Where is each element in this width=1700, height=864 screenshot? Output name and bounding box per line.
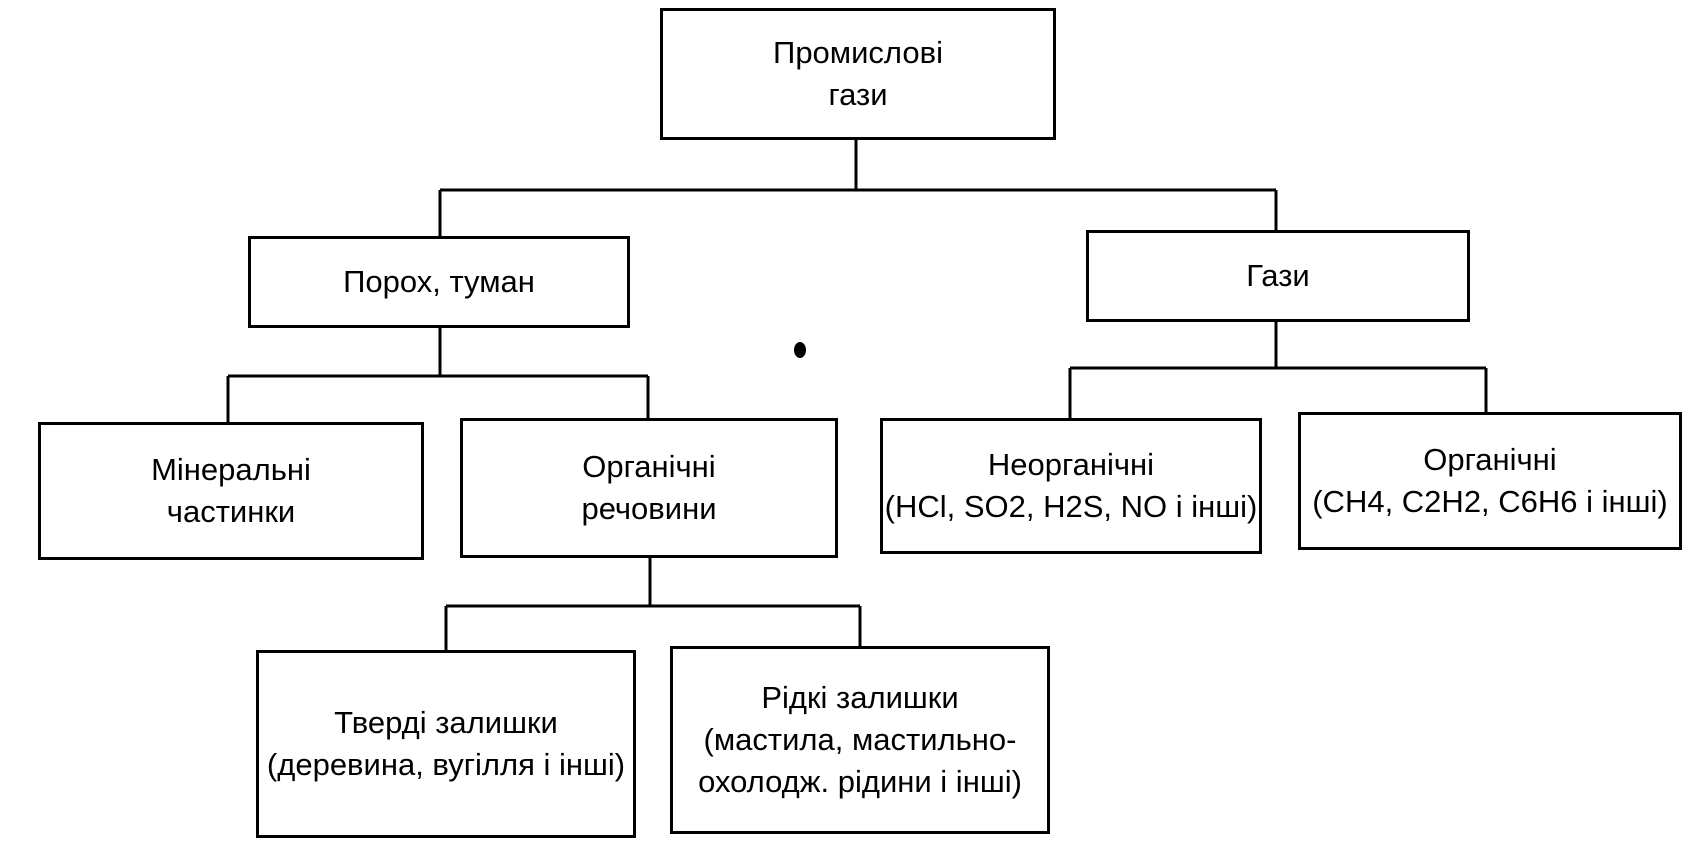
node-mineral-particles-line-2: частинки (166, 494, 296, 529)
node-solid-residues: Тверді залишки (деревина, вугілля і інші… (256, 650, 636, 838)
node-organic-substances-line-2: речовини (581, 491, 717, 526)
node-dust-fog-line-1: Порох, туман (343, 264, 535, 299)
node-inorganic-gases: Неорганічні (HCl, SO2, H2S, NO і інші) (880, 418, 1262, 554)
node-solid-residues-line-2: (деревина, вугілля і інші) (266, 747, 626, 782)
node-liquid-residues-line-2: (мастила, мастильно- (703, 722, 1017, 757)
node-organic-substances: Органічні речовини (460, 418, 838, 558)
node-inorganic-gases-line-2: (HCl, SO2, H2S, NO і інші) (884, 489, 1258, 524)
node-solid-residues-line-1: Тверді залишки (334, 705, 558, 740)
node-dust-fog: Порох, туман (248, 236, 630, 328)
node-organic-gases: Органічні (CH4, C2H2, C6H6 і інші) (1298, 412, 1682, 550)
node-inorganic-gases-line-1: Неорганічні (987, 447, 1155, 482)
node-industrial-gases-line-1: Промислові (773, 35, 943, 70)
node-organic-gases-line-2: (CH4, C2H2, C6H6 і інші) (1312, 484, 1668, 519)
node-gases-line-1: Гази (1246, 258, 1310, 293)
node-liquid-residues-line-1: Рідкі залишки (761, 680, 959, 715)
node-industrial-gases-line-2: гази (828, 77, 888, 112)
node-organic-gases-line-1: Органічні (1423, 442, 1557, 477)
node-liquid-residues: Рідкі залишки (мастила, мастильно- охоло… (670, 646, 1050, 834)
node-mineral-particles: Мінеральні частинки (38, 422, 424, 560)
node-mineral-particles-line-1: Мінеральні (151, 452, 311, 487)
node-industrial-gases: Промислові гази (660, 8, 1056, 140)
stray-dot (794, 342, 806, 358)
node-organic-substances-line-1: Органічні (582, 449, 716, 484)
node-gases: Гази (1086, 230, 1470, 322)
node-liquid-residues-line-3: охолодж. рідини і інші) (698, 764, 1022, 799)
